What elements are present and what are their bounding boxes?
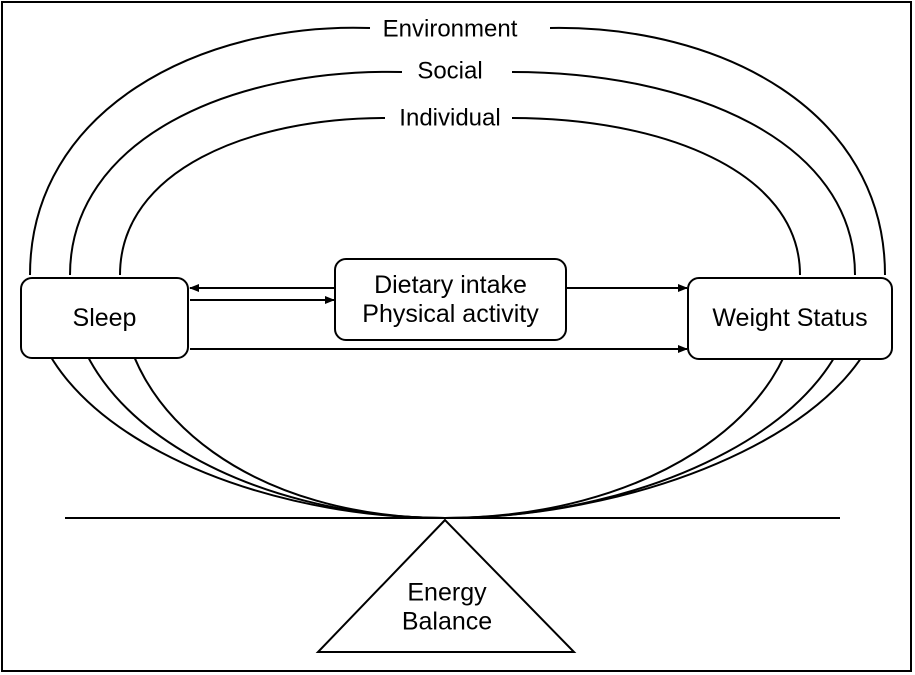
energy-label: Energy — [407, 578, 487, 607]
individual-label: Individual — [399, 104, 501, 132]
sleep-label: Sleep — [72, 303, 137, 332]
behaviors-box: Dietary intake Physical activity — [334, 258, 567, 341]
fulcrum-triangle — [315, 518, 577, 653]
physical-activity-label: Physical activity — [362, 299, 539, 328]
weight-status-box: Weight Status — [687, 277, 893, 360]
balance-label: Balance — [401, 607, 493, 635]
dietary-intake-label: Dietary intake — [374, 270, 527, 299]
social-label: Social — [417, 57, 483, 85]
energy-balance-label: Energy Balance — [402, 578, 492, 636]
environment-label: Environment — [382, 15, 518, 43]
sleep-box: Sleep — [20, 277, 189, 359]
weight-status-label: Weight Status — [712, 304, 868, 333]
